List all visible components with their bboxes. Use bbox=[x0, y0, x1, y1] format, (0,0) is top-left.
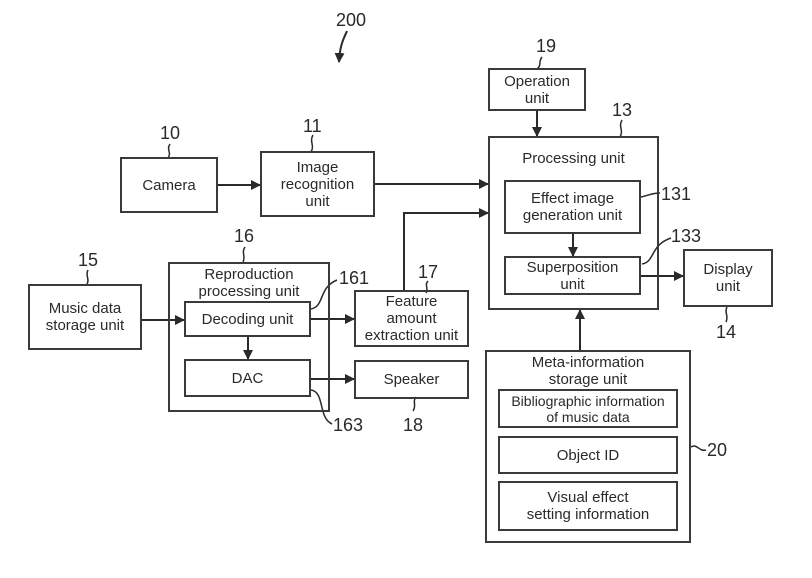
reproduction-processing-ref: 16 bbox=[234, 226, 255, 246]
operation-unit-ref: 19 bbox=[536, 36, 557, 56]
leader-10 bbox=[167, 143, 171, 159]
superposition-label: Superposition unit bbox=[526, 258, 619, 293]
meta-item-object-id: Object ID bbox=[498, 436, 678, 474]
camera-ref: 10 bbox=[160, 123, 181, 143]
arrow-feature-to-processing bbox=[403, 208, 489, 290]
decoding-unit-label: Decoding unit bbox=[201, 310, 294, 328]
dac-block: DAC bbox=[184, 359, 311, 397]
leader-15 bbox=[86, 269, 89, 285]
leader-14 bbox=[725, 306, 728, 323]
meta-information-storage-ref: 20 bbox=[707, 440, 728, 460]
superposition-ref: 133 bbox=[671, 226, 702, 246]
meta-item-bibliographic-label: Bibliographic information of music data bbox=[511, 392, 665, 425]
decoding-unit-block: Decoding unit bbox=[184, 301, 311, 337]
speaker-block: Speaker bbox=[354, 360, 469, 399]
leader-20 bbox=[690, 445, 707, 452]
meta-item-visual-effect: Visual effect setting information bbox=[498, 481, 678, 531]
leader-11 bbox=[310, 134, 314, 153]
processing-unit-title: Processing unit bbox=[522, 150, 625, 167]
figure-ref: 200 bbox=[336, 10, 367, 30]
feature-extraction-ref: 17 bbox=[418, 262, 439, 282]
music-data-storage-block: Music data storage unit bbox=[28, 284, 142, 350]
speaker-ref: 18 bbox=[403, 415, 424, 435]
dac-ref: 163 bbox=[333, 415, 364, 435]
meta-information-storage-title: Meta-information storage unit bbox=[531, 354, 645, 388]
operation-unit-block: Operation unit bbox=[488, 68, 586, 111]
dac-label: DAC bbox=[231, 369, 264, 387]
operation-unit-label: Operation unit bbox=[504, 72, 570, 107]
display-unit-block: Display unit bbox=[683, 249, 773, 307]
leader-18 bbox=[412, 396, 417, 412]
meta-information-storage-block: Meta-information storage unit bbox=[485, 350, 691, 543]
effect-image-generation-ref: 131 bbox=[661, 184, 692, 204]
speaker-label: Speaker bbox=[383, 371, 440, 388]
image-recognition-block: Image recognition unit bbox=[260, 151, 375, 217]
figure-leader bbox=[334, 30, 348, 63]
music-data-storage-label: Music data storage unit bbox=[45, 300, 125, 334]
leader-161 bbox=[310, 279, 338, 310]
leader-16 bbox=[242, 246, 246, 263]
feature-extraction-label: Feature amount extraction unit bbox=[364, 293, 459, 344]
music-data-storage-ref: 15 bbox=[78, 250, 99, 270]
reproduction-processing-block: Reproduction processing unit bbox=[168, 262, 330, 412]
meta-item-bibliographic: Bibliographic information of music data bbox=[498, 389, 678, 428]
meta-item-visual-effect-label: Visual effect setting information bbox=[526, 489, 650, 523]
processing-unit-ref: 13 bbox=[612, 100, 633, 120]
display-unit-ref: 14 bbox=[716, 322, 737, 342]
meta-item-object-id-label: Object ID bbox=[556, 446, 620, 464]
camera-block: Camera bbox=[120, 157, 218, 213]
image-recognition-label: Image recognition unit bbox=[280, 158, 355, 210]
display-unit-label: Display unit bbox=[703, 261, 753, 295]
superposition-block: Superposition unit bbox=[504, 256, 641, 295]
leader-13 bbox=[619, 119, 623, 138]
reproduction-processing-title: Reproduction processing unit bbox=[198, 266, 300, 300]
image-recognition-ref: 11 bbox=[303, 116, 322, 136]
effect-image-generation-block: Effect image generation unit bbox=[504, 180, 641, 234]
feature-extraction-block: Feature amount extraction unit bbox=[354, 290, 469, 347]
effect-image-generation-label: Effect image generation unit bbox=[522, 190, 623, 224]
camera-label: Camera bbox=[142, 176, 196, 194]
decoding-unit-ref: 161 bbox=[339, 268, 370, 288]
leader-133 bbox=[641, 237, 672, 265]
leader-163 bbox=[310, 389, 333, 425]
processing-unit-block: Processing unit bbox=[488, 136, 659, 310]
